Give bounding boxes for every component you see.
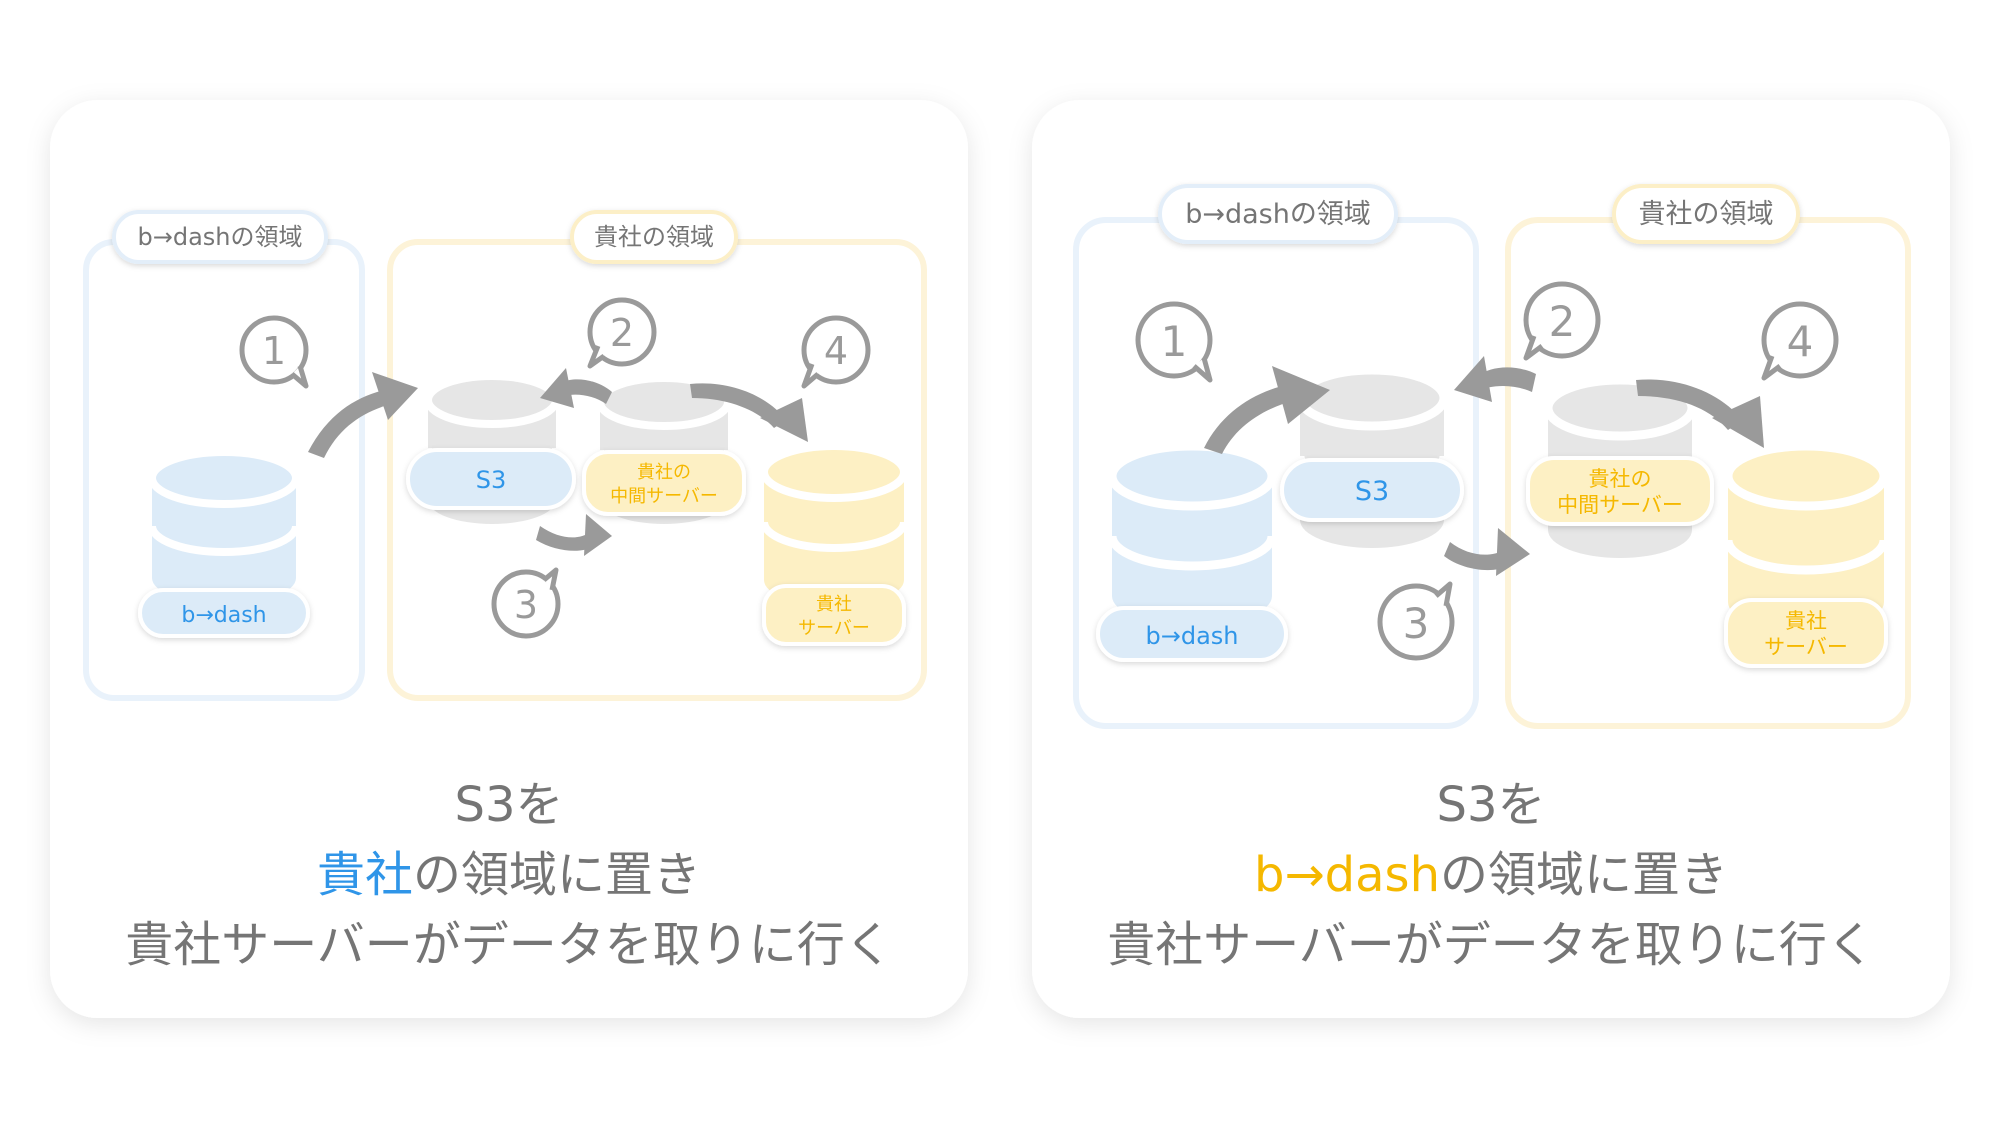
zone-bdash-label: b→dashの領域 [138, 223, 303, 251]
arrow-2-right [1454, 356, 1536, 402]
arrow-4-left [690, 383, 808, 442]
mid-server-label-1: 貴社の [637, 462, 691, 483]
caption-line-2: b→dashの領域に置き [1033, 840, 1949, 910]
step-4-label: 4 [824, 329, 848, 373]
bdash-db-left [148, 448, 300, 604]
caption-accent: b→dash [1253, 847, 1440, 903]
arrow-1-left [308, 372, 418, 458]
zone-bdash-label: b→dashの領域 [1185, 199, 1371, 230]
step-2-bubble-right: 2 [1523, 281, 1601, 361]
bdash-label: b→dash [1146, 622, 1239, 650]
s3-label: S3 [476, 466, 507, 494]
step-1-bubble-left: 1 [239, 315, 309, 389]
bdash-db-right [1107, 441, 1277, 626]
arrow-2-left [540, 368, 612, 408]
caption-line-1: S3を [1436, 777, 1546, 833]
caption-line-1: S3を [454, 777, 564, 833]
step-1-bubble-right: 1 [1135, 301, 1213, 383]
arrow-1-right [1204, 366, 1330, 454]
step-2-label: 2 [610, 311, 634, 355]
caption-line-2-rest: の領域に置き [1439, 847, 1728, 903]
step-3-bubble-left: 3 [491, 567, 561, 639]
client-server-pill-right: 貴社 サーバー [1724, 598, 1888, 668]
step-2-label: 2 [1549, 297, 1576, 346]
step-4-label: 4 [1787, 317, 1814, 366]
zone-client-label: 貴社の領域 [594, 223, 714, 251]
client-server-label-2: サーバー [798, 618, 870, 639]
panel-left: b→dashの領域 貴社の領域 b→dash [50, 100, 968, 1018]
caption-left: S3を 貴社の領域に置き 貴社サーバーがデータを取りに行く [51, 770, 967, 980]
s3-label: S3 [1355, 476, 1389, 507]
caption-line-2: 貴社の領域に置き [51, 840, 967, 910]
s3-pill-left: S3 [406, 448, 576, 510]
arrow-4-right [1636, 379, 1764, 448]
client-server-pill-left: 貴社 サーバー [762, 584, 906, 646]
step-3-label: 3 [514, 583, 538, 627]
step-2-bubble-left: 2 [587, 297, 657, 369]
zone-client-tag-right: 貴社の領域 [1612, 184, 1800, 244]
step-3-bubble-right: 3 [1377, 581, 1455, 661]
bdash-pill-left: b→dash [138, 588, 310, 638]
arrow-3-left [536, 514, 612, 556]
step-1-label: 1 [1161, 317, 1188, 366]
zone-client-label: 貴社の領域 [1639, 199, 1774, 230]
zone-bdash-tag-left: b→dashの領域 [112, 210, 328, 264]
client-server-db-left [760, 442, 908, 606]
zone-client-tag-left: 貴社の領域 [570, 210, 738, 264]
mid-server-pill-left: 貴社の 中間サーバー [582, 450, 746, 516]
caption-accent: 貴社 [316, 847, 413, 903]
step-4-bubble-left: 4 [801, 315, 871, 389]
panel-right: b→dashの領域 貴社の領域 b→dash [1032, 100, 1950, 1018]
mid-server-pill-right: 貴社の 中間サーバー [1526, 456, 1714, 526]
caption-line-3: 貴社サーバーがデータを取りに行く [1107, 917, 1875, 973]
arrow-3-right [1444, 528, 1530, 576]
s3-pill-right: S3 [1280, 458, 1464, 522]
step-3-label: 3 [1403, 599, 1430, 648]
client-server-label-1: 貴社 [1785, 609, 1827, 633]
bdash-pill-right: b→dash [1096, 606, 1288, 662]
mid-server-label-2: 中間サーバー [610, 486, 718, 507]
caption-right: S3を b→dashの領域に置き 貴社サーバーがデータを取りに行く [1033, 770, 1949, 980]
step-4-bubble-right: 4 [1761, 301, 1839, 381]
client-server-label-1: 貴社 [816, 594, 852, 615]
client-server-label-2: サーバー [1764, 635, 1848, 659]
caption-line-2-rest: の領域に置き [413, 847, 702, 903]
client-server-db-right [1723, 441, 1889, 632]
step-1-label: 1 [262, 329, 286, 373]
zone-bdash-tag-right: b→dashの領域 [1158, 184, 1398, 244]
bdash-label: b→dash [181, 603, 266, 628]
mid-server-label-2: 中間サーバー [1557, 493, 1683, 517]
caption-line-3: 貴社サーバーがデータを取りに行く [125, 917, 893, 973]
mid-server-label-1: 貴社の [1589, 467, 1652, 491]
